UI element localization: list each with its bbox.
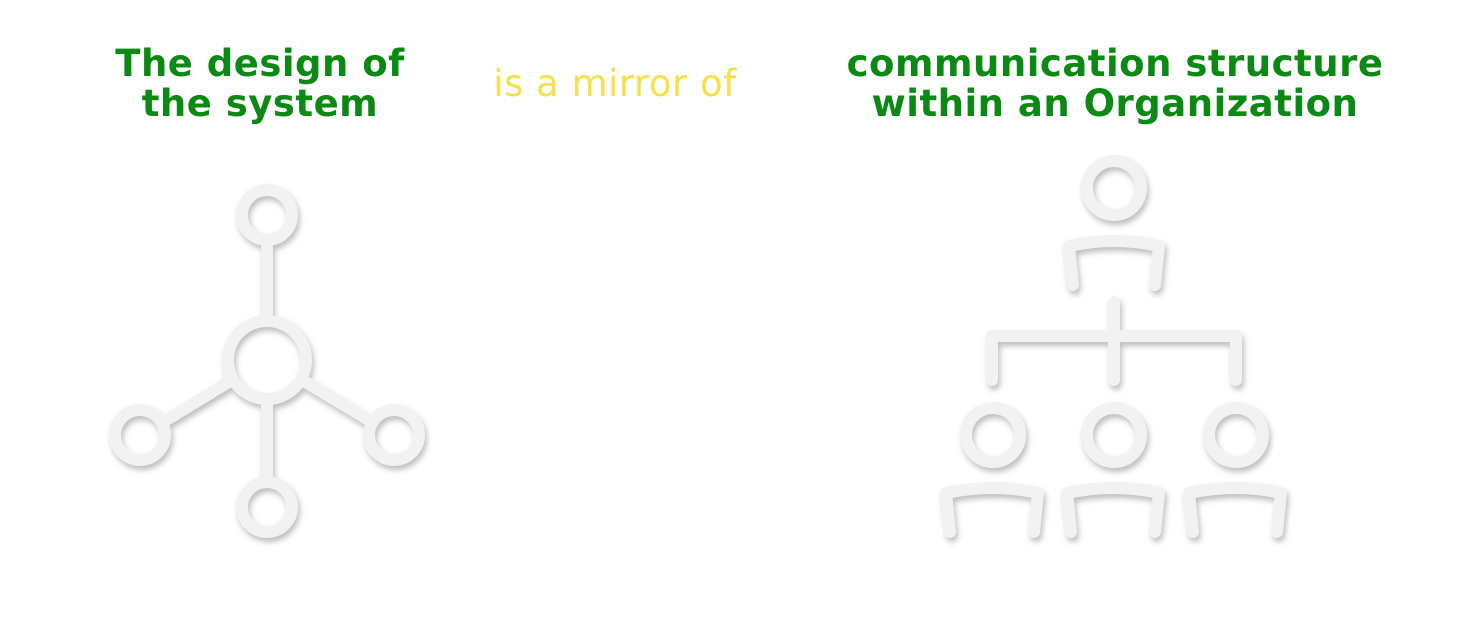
system-design-caption: The design of the system <box>90 44 430 124</box>
manager-head <box>1081 155 1147 221</box>
manager-body <box>1063 235 1165 291</box>
center-node <box>222 315 312 405</box>
member-3-head <box>1203 402 1269 468</box>
top-node <box>236 184 298 246</box>
organization-caption-line-1: communication structure <box>846 42 1384 85</box>
network-hub-shape <box>109 184 425 538</box>
left-link <box>157 374 238 428</box>
network-hub-icon <box>109 184 425 538</box>
member-2-body <box>1061 482 1165 538</box>
member-3-body <box>1183 482 1287 538</box>
organization-caption: communication structure within an Organi… <box>800 44 1430 124</box>
bottom-node <box>236 476 298 538</box>
org-chart-shape <box>940 155 1287 538</box>
org-chart-icon <box>940 155 1287 538</box>
member-1-body <box>940 482 1044 538</box>
right-node <box>363 404 425 466</box>
right-link <box>296 374 378 428</box>
system-design-caption-line-2: the system <box>141 82 379 125</box>
organization-caption-line-2: within an Organization <box>871 82 1359 125</box>
branch-line <box>986 330 1242 386</box>
member-2-head <box>1081 402 1147 468</box>
system-design-caption-line-1: The design of <box>115 42 405 85</box>
left-node <box>109 404 171 466</box>
mirror-caption-text: is a mirror of <box>493 62 737 105</box>
mirror-caption: is a mirror of <box>450 64 780 104</box>
member-1-head <box>960 402 1026 468</box>
